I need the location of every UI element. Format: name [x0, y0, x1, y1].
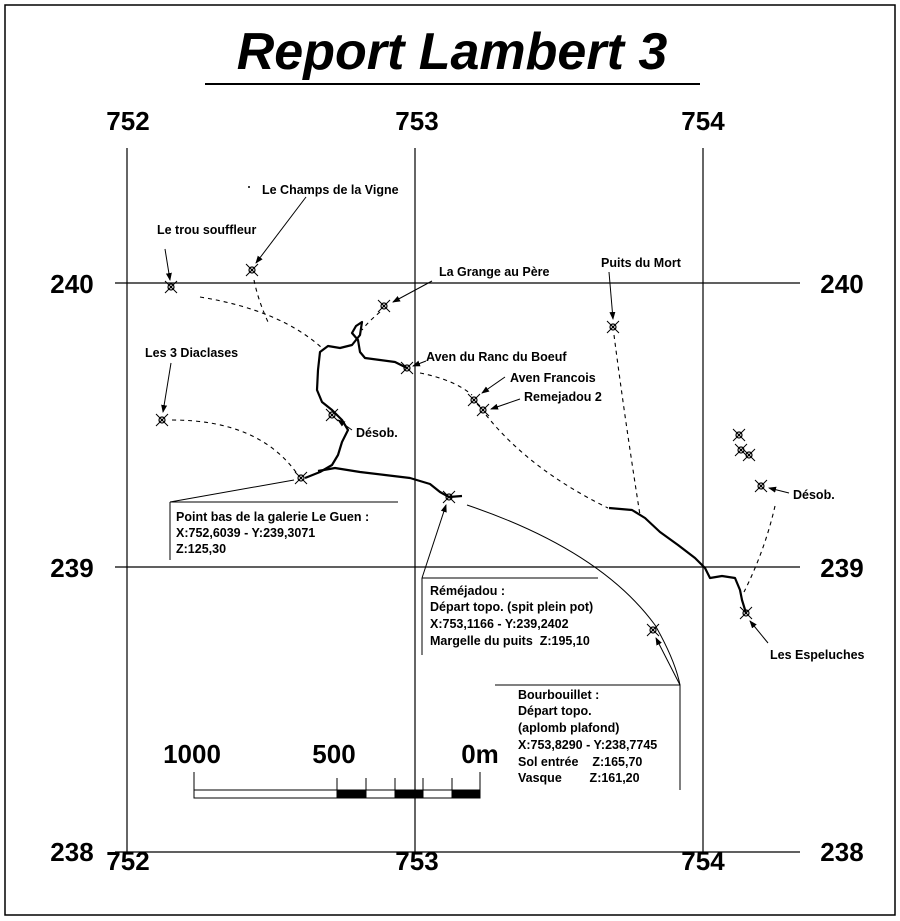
marker-puits-mort	[606, 320, 620, 334]
marker-right-3	[742, 448, 756, 462]
label-puits-mort: Puits du Mort	[601, 256, 682, 270]
dashed-connections	[171, 279, 776, 593]
svg-text:Margelle du puits Z:195,10: Margelle du puits Z:195,10	[430, 634, 590, 648]
x-tick-top-752: 752	[106, 106, 149, 136]
marker-desob-right	[754, 479, 768, 493]
marker-remejadou2	[476, 403, 490, 417]
scale-label-0m: 0m	[461, 739, 499, 769]
label-trou-souffleur: Le trou souffleur	[157, 223, 256, 237]
svg-text:Point bas de la galerie Le Gue: Point bas de la galerie Le Guen :	[176, 510, 369, 524]
map-frame	[4, 4, 896, 916]
svg-text:X:752,6039 - Y:239,3071: X:752,6039 - Y:239,3071	[176, 526, 315, 540]
y-tick-right-238: 238	[820, 837, 863, 867]
svg-text:Départ topo. (spit plein pot): Départ topo. (spit plein pot)	[430, 600, 593, 614]
y-tick-left-240: 240	[50, 269, 93, 299]
x-tick-bottom-752: 752	[106, 846, 149, 876]
site-markers	[155, 186, 768, 637]
marker-champs-vigne	[245, 263, 259, 277]
map-title: Report Lambert 3	[237, 23, 668, 81]
marker-aven-francois	[467, 393, 481, 407]
label-desob-left: Désob.	[356, 426, 398, 440]
scale-label-1000: 1000	[163, 739, 221, 769]
grid	[115, 148, 800, 853]
scale-label-500: 500	[312, 739, 355, 769]
label-espeluches: Les Espeluches	[770, 648, 865, 662]
marker-ranc-boeuf	[400, 361, 414, 375]
y-tick-left-238: 238	[50, 837, 93, 867]
svg-text:Réméjadou :: Réméjadou :	[430, 584, 505, 598]
y-tick-right-239: 239	[820, 553, 863, 583]
svg-text:Sol entrée Z:165,70: Sol entrée Z:165,70	[518, 755, 642, 769]
marker-grange-pere	[377, 299, 391, 313]
marker-right-2	[734, 443, 748, 457]
label-remejadou2: Remejadou 2	[524, 390, 602, 404]
scale-bar: 1000 500 0m	[163, 739, 499, 799]
svg-text:(aplomb plafond): (aplomb plafond)	[518, 721, 619, 735]
callout-bourbouillet: Bourbouillet : Départ topo. (aplomb plaf…	[518, 688, 657, 785]
svg-text:Bourbouillet :: Bourbouillet :	[518, 688, 599, 702]
svg-text:Z:125,30: Z:125,30	[176, 542, 226, 556]
svg-text:X:753,1166 - Y:239,2402: X:753,1166 - Y:239,2402	[430, 617, 569, 631]
svg-text:X:753,8290 - Y:238,7745: X:753,8290 - Y:238,7745	[518, 738, 657, 752]
marker-right-1	[732, 428, 746, 442]
callout-remejadou: Réméjadou : Départ topo. (spit plein pot…	[430, 584, 593, 648]
label-aven-francois: Aven Francois	[510, 371, 596, 385]
y-tick-right-240: 240	[820, 269, 863, 299]
marker-bourbouillet	[646, 623, 660, 637]
label-ranc-boeuf: Aven du Ranc du Boeuf	[426, 350, 567, 364]
marker-espeluches	[739, 606, 753, 620]
x-tick-top-753: 753	[395, 106, 438, 136]
marker-diaclases	[155, 413, 169, 427]
x-tick-bottom-754: 754	[681, 846, 725, 876]
label-arrows	[161, 196, 790, 790]
label-diaclases: Les 3 Diaclases	[145, 346, 238, 360]
svg-text:Départ topo.: Départ topo.	[518, 704, 592, 718]
label-desob-right: Désob.	[793, 488, 835, 502]
x-tick-top-754: 754	[681, 106, 725, 136]
y-tick-left-239: 239	[50, 553, 93, 583]
svg-text:Vasque Z:161,20: Vasque Z:161,20	[518, 771, 640, 785]
label-champs-vigne: Le Champs de la Vigne	[262, 183, 399, 197]
label-grange-pere: La Grange au Père	[439, 265, 550, 279]
callout-point-bas: Point bas de la galerie Le Guen : X:752,…	[176, 510, 369, 556]
x-tick-bottom-753: 753	[395, 846, 438, 876]
